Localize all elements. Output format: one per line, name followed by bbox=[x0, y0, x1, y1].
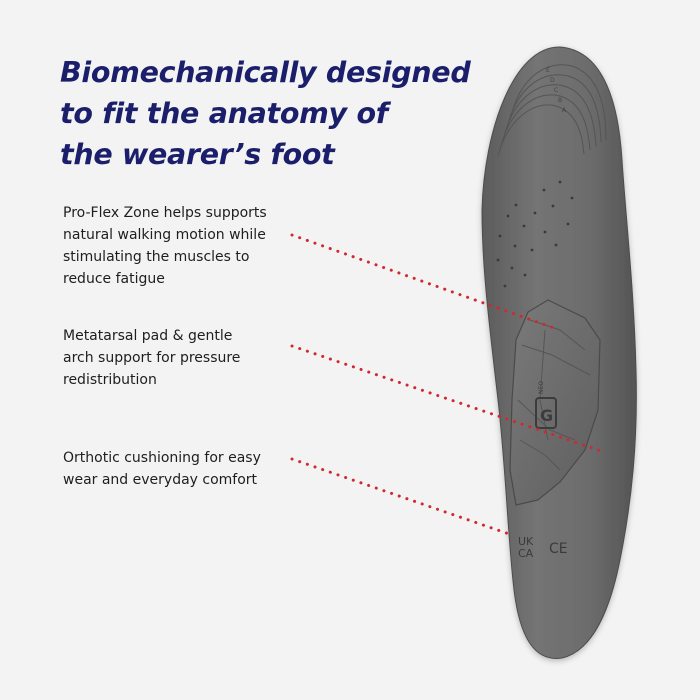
ce-mark: CE bbox=[549, 541, 568, 557]
headline: Biomechanically designed to fit the anat… bbox=[60, 52, 480, 175]
size-mark-a: A bbox=[562, 107, 567, 114]
brand-prefix: NEO bbox=[538, 381, 545, 394]
feature-1-line-2: natural walking motion while bbox=[63, 227, 266, 243]
size-mark-e: E bbox=[546, 67, 550, 74]
feature-1-line-3: stimulating the muscles to bbox=[63, 249, 250, 265]
leader-line-pro-flex bbox=[290, 233, 556, 330]
headline-line-1: Biomechanically designed bbox=[60, 56, 471, 89]
brand-logo: G NEO bbox=[535, 381, 557, 429]
feature-1-line-4: reduce fatigue bbox=[63, 271, 165, 287]
headline-line-2: to fit the anatomy of bbox=[60, 97, 388, 130]
ventilation-holes bbox=[496, 180, 574, 288]
feature-pro-flex-zone: Pro-Flex Zone helps supports natural wal… bbox=[63, 202, 303, 290]
feature-3-line-2: wear and everyday comfort bbox=[63, 472, 258, 488]
size-mark-b: B bbox=[558, 97, 562, 104]
headline-line-3: the wearer’s foot bbox=[60, 138, 335, 171]
feature-1-line-1: Pro-Flex Zone helps supports bbox=[63, 205, 267, 221]
certification-marks: UK CA CE bbox=[518, 535, 568, 560]
ukca-mark-bottom: CA bbox=[518, 547, 534, 560]
leader-lines bbox=[290, 233, 606, 537]
ukca-mark-top: UK bbox=[518, 535, 534, 548]
feature-2-line-3: redistribution bbox=[63, 372, 157, 388]
size-mark-d: D bbox=[550, 77, 555, 84]
feature-2-line-1: Metatarsal pad & gentle bbox=[63, 328, 233, 344]
feature-2-line-2: arch support for pressure bbox=[63, 350, 241, 366]
leader-line-metatarsal bbox=[290, 344, 606, 454]
pad-ridges bbox=[517, 319, 591, 471]
feature-orthotic-cushioning: Orthotic cushioning for easy wear and ev… bbox=[63, 447, 303, 491]
feature-3-line-1: Orthotic cushioning for easy bbox=[63, 450, 261, 466]
size-marks: E D C B A bbox=[546, 67, 567, 114]
leader-line-cushioning bbox=[290, 457, 514, 537]
feature-metatarsal-pad: Metatarsal pad & gentle arch support for… bbox=[63, 325, 303, 391]
brand-mark: G bbox=[540, 406, 553, 425]
size-mark-c: C bbox=[554, 87, 558, 94]
toe-size-contours bbox=[497, 64, 607, 157]
